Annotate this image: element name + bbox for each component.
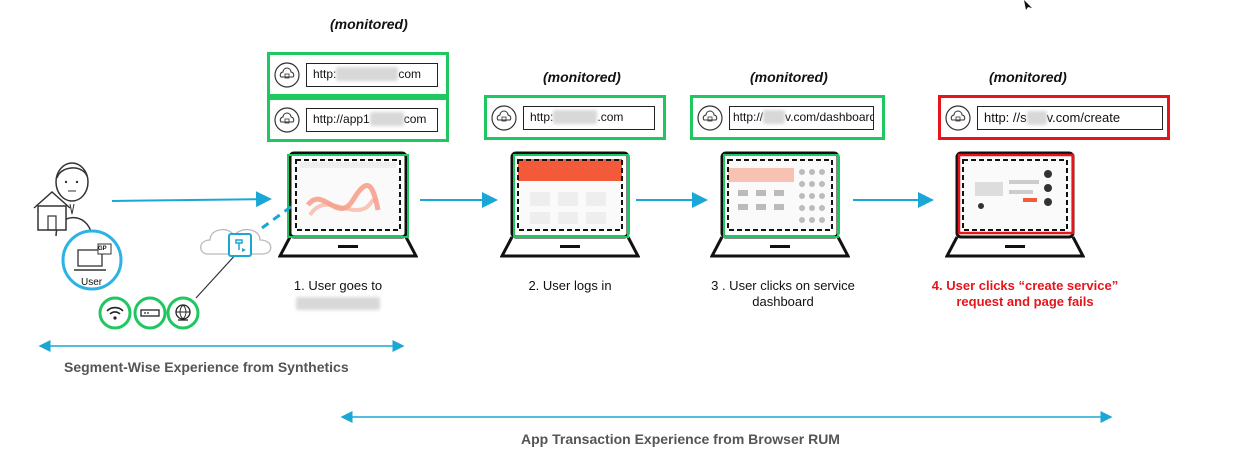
step4-label-line2: request and page fails — [956, 294, 1094, 309]
rum-caption: App Transaction Experience from Browser … — [521, 431, 840, 447]
url-box-step2: http: .com — [484, 95, 666, 140]
url-prefix: http: — [530, 109, 554, 124]
cloud-to-laptop-link — [261, 204, 293, 230]
url-box-step1-a: http: com — [267, 52, 449, 97]
step3-label-line2: dashboard — [752, 294, 814, 309]
laptop-step2 — [500, 151, 640, 258]
url-suffix: .com — [597, 109, 624, 124]
cursor-icon — [1024, 0, 1032, 10]
laptop-step4 — [945, 151, 1085, 258]
url-prefix: http: //s — [984, 109, 1027, 125]
arrow-user-to-step1 — [111, 191, 272, 208]
synthetics-caption: Segment-Wise Experience from Synthetics — [64, 359, 349, 375]
url-redaction — [336, 67, 399, 82]
url-suffix: v.com/dashboard — [785, 109, 874, 124]
step1-redaction — [296, 297, 380, 310]
house-icon — [33, 190, 71, 231]
url-box-step4: http: //s v.com/create — [938, 95, 1170, 140]
step3-label: 3 . User clicks on service dashboard — [685, 278, 881, 310]
user-label: User — [81, 277, 103, 288]
url-prefix: http:// — [733, 109, 764, 124]
app-cloud-icon — [274, 106, 300, 133]
url-suffix: v.com/create — [1046, 109, 1121, 125]
user-laptop-icon — [61, 229, 123, 291]
app-cloud-icon — [274, 61, 300, 88]
url-field: http: .com — [523, 105, 655, 130]
step2-label: 2. User logs in — [490, 278, 650, 294]
step1-label-text: 1. User goes to — [293, 278, 383, 293]
url-redaction — [1026, 111, 1047, 126]
url-field: http://app1 com — [306, 107, 438, 132]
step4-label-line1: 4. User clicks “create service” — [931, 278, 1119, 293]
url-field: http: com — [306, 62, 438, 87]
url-redaction — [369, 112, 404, 127]
laptop-step3 — [710, 151, 850, 258]
url-prefix: http: — [313, 66, 337, 81]
globe-icon — [166, 296, 200, 330]
url-box-step1-b: http://app1 com — [267, 97, 449, 142]
monitored-label-step4: (monitored) — [989, 69, 1067, 85]
step1-label: 1. User goes to — [268, 278, 408, 294]
url-prefix: http://app1 — [313, 111, 370, 126]
app-cloud-icon — [491, 104, 517, 131]
url-suffix: com — [403, 111, 427, 126]
url-redaction — [553, 110, 598, 125]
url-field: http:// v.com/dashboard — [729, 105, 874, 130]
monitored-label-step3: (monitored) — [750, 69, 828, 85]
monitored-label-step2: (monitored) — [543, 69, 621, 85]
laptop-step1 — [278, 151, 418, 258]
url-redaction — [763, 110, 786, 125]
app-icon — [228, 233, 252, 257]
step2-label-text: 2. User logs in — [528, 278, 612, 293]
url-field: http: //s v.com/create — [977, 105, 1163, 130]
wifi-icon — [98, 296, 132, 330]
step4-label: 4. User clicks “create service” request … — [905, 278, 1145, 310]
gp-badge: GP — [98, 246, 107, 252]
app-cloud-icon — [697, 104, 723, 131]
step3-label-line1: 3 . User clicks on service — [711, 278, 855, 293]
router-icon — [133, 296, 167, 330]
url-suffix: com — [398, 66, 422, 81]
url-box-step3: http:// v.com/dashboard — [690, 95, 885, 140]
monitored-label-step1: (monitored) — [330, 16, 408, 32]
app-cloud-icon — [945, 104, 971, 131]
network-link — [195, 251, 239, 299]
